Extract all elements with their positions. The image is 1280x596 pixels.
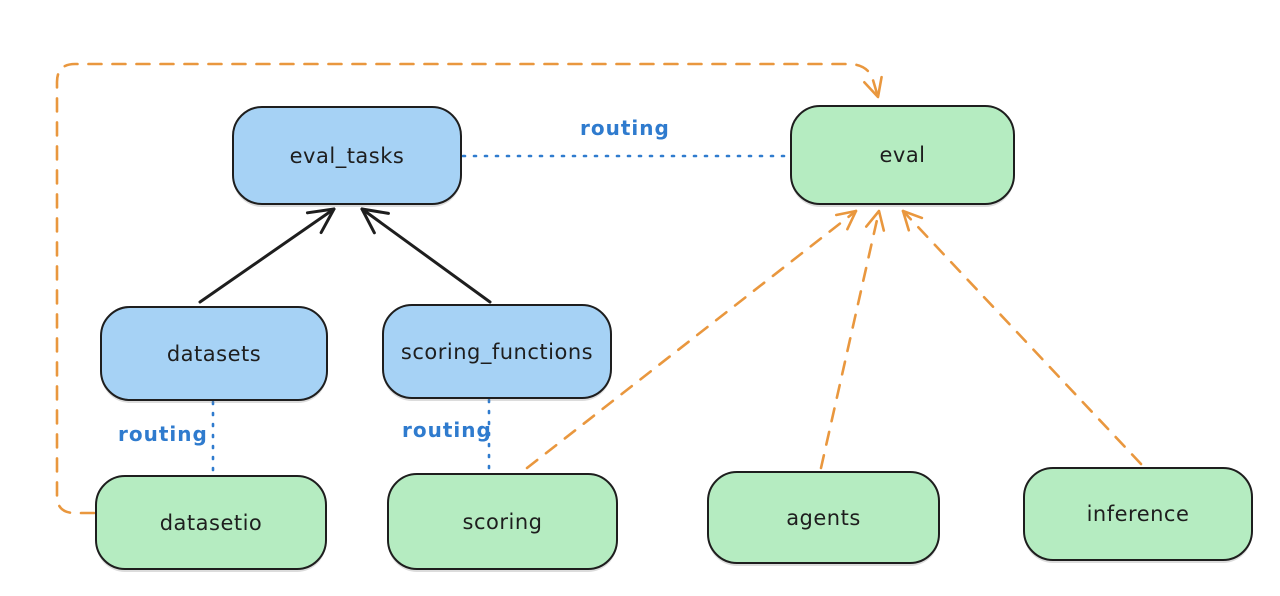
node-agents-label: agents xyxy=(786,505,861,530)
node-eval: eval xyxy=(790,105,1015,205)
node-datasetio-label: datasetio xyxy=(159,510,263,535)
node-eval-tasks-label: eval_tasks xyxy=(289,143,405,168)
node-scoring-functions: scoring_functions xyxy=(382,304,612,399)
edge-label-routing-scoringfunctions-scoring: routing xyxy=(402,418,492,442)
node-datasets-label: datasets xyxy=(166,341,262,366)
edge-datasets-evaltasks-arrow xyxy=(198,207,336,304)
node-scoring-functions-label: scoring_functions xyxy=(400,339,594,364)
node-scoring-label: scoring xyxy=(462,509,543,534)
edge-scoringfunctions-evaltasks-arrow xyxy=(360,207,492,304)
node-inference-label: inference xyxy=(1086,502,1190,526)
node-eval-label: eval xyxy=(879,143,926,167)
node-datasetio: datasetio xyxy=(95,475,327,570)
node-scoring: scoring xyxy=(387,473,618,570)
edge-agents-eval-arrow xyxy=(819,209,886,470)
node-agents: agents xyxy=(707,471,940,564)
edge-label-routing-datasets-datasetio: routing xyxy=(118,422,208,446)
node-datasets: datasets xyxy=(100,306,328,401)
node-inference: inference xyxy=(1023,467,1253,561)
edge-label-routing-evaltasks-eval: routing xyxy=(580,116,670,140)
node-eval-tasks: eval_tasks xyxy=(232,106,462,205)
edge-inference-eval-arrow xyxy=(901,209,1143,466)
